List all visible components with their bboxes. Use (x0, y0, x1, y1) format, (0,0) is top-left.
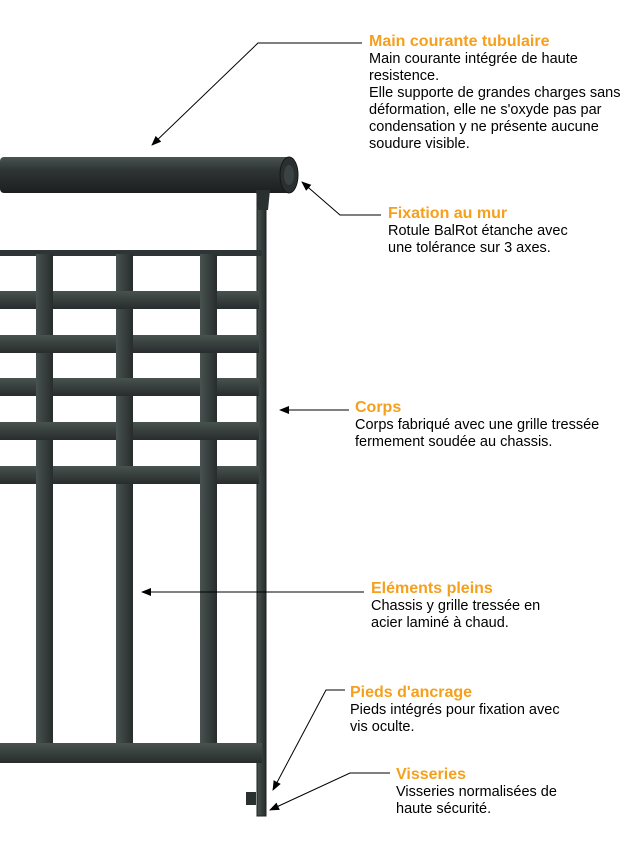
callout-body: Corps Corps fabriqué avec une grille tre… (355, 398, 639, 451)
bar-2 (116, 254, 133, 744)
callout-body-title: Corps (355, 399, 402, 416)
callout-wall-fixing-title: Fixation au mur (388, 205, 508, 222)
callout-body-body: Corps fabriqué avec une grille tressée f… (355, 417, 600, 450)
leader-handrail (151, 42, 362, 146)
leader-anchor-feet (272, 689, 345, 791)
callout-solid-elements-body: Chassis y grille tressée en acier laminé… (371, 598, 541, 631)
callout-solid-elements-title: Eléments pleins (371, 580, 493, 597)
callout-wall-fixing: Fixation au mur Rotule BalRot étanche av… (388, 204, 638, 257)
railing-illustration (0, 156, 299, 817)
callout-wall-fixing-body: Rotule BalRot étanche avec une tolérance… (388, 223, 568, 256)
bar-1 (36, 254, 53, 744)
wall-fixing-bracket (256, 190, 270, 210)
callout-handrail-body: Main courante intégrée de haute resisten… (369, 51, 621, 152)
end-post (256, 191, 267, 817)
leader-screws (269, 772, 390, 811)
callout-screws-title: Visseries (396, 766, 466, 783)
grille-top-frame (0, 250, 262, 256)
grille-bottom-frame (0, 743, 262, 763)
vertical-bars (36, 254, 217, 744)
handrail-tube (0, 157, 292, 193)
callout-handrail-title: Main courante tubulaire (369, 33, 550, 50)
weave-overlaps (34, 291, 219, 484)
callout-anchor-feet: Pieds d'ancrage Pieds intégrés pour fixa… (350, 683, 630, 736)
leader-wall-fixing (301, 181, 381, 216)
callout-screws-body: Visseries normalisées de haute sécurité. (396, 784, 557, 817)
leader-lines (141, 42, 390, 811)
callout-anchor-feet-body: Pieds intégrés pour fixation avec vis oc… (350, 702, 560, 735)
callout-anchor-feet-title: Pieds d'ancrage (350, 684, 473, 701)
callout-handrail: Main courante tubulaire Main courante in… (369, 32, 641, 153)
callout-solid-elements: Eléments pleins Chassis y grille tressée… (371, 579, 631, 632)
bar-3 (200, 254, 217, 744)
callout-screws: Visseries Visseries normalisées de haute… (396, 765, 636, 818)
anchor-foot (246, 792, 256, 805)
